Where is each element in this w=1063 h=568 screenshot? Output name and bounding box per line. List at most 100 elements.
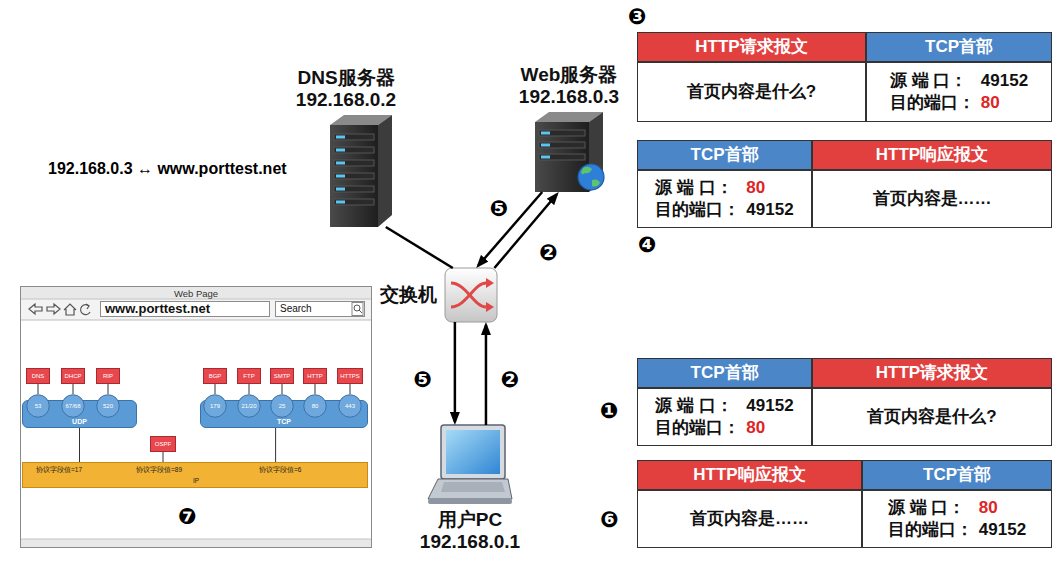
port-text: 源 端 口： [890, 71, 967, 91]
switch-drawing [445, 268, 497, 322]
link-line [79, 428, 80, 462]
port-cell: 源 端 口：49152目的端口：80 [637, 388, 812, 446]
header-text: HTTP请求报文 [876, 363, 988, 383]
protocol-box: HTTPS [337, 368, 363, 384]
step-number: ❷ [539, 241, 558, 265]
text-group: DNS服务器192.168.0.2 [276, 67, 416, 111]
band-name: UDP [72, 418, 87, 426]
text-group: 首页内容是…… [690, 509, 809, 529]
message-text: 首页内容是什么? [867, 407, 996, 427]
dns-server-drawing [336, 149, 345, 152]
port-text: 目的端口： [890, 93, 975, 113]
text-group: HTTP请求报文 [876, 363, 988, 383]
dns-server-drawing [334, 199, 374, 205]
switch-drawing [486, 302, 494, 312]
port-cell: 源 端 口：49152目的端口：80 [866, 62, 1052, 122]
header-text: TCP首部 [691, 363, 759, 383]
device-label: 192.168.0.1 [420, 531, 520, 553]
browser-toolbar-icons [64, 304, 76, 315]
step-number: ❺ [490, 197, 509, 221]
port-circle-outline [304, 395, 327, 418]
link-line [282, 384, 283, 394]
web-server-drawing [539, 142, 585, 148]
web-server-drawing [541, 144, 550, 147]
protocol-box: SMTP [270, 368, 294, 384]
link-line [38, 384, 39, 394]
message-text: 首页内容是什么? [687, 82, 816, 102]
dns-server-drawing [336, 201, 345, 204]
protocol-box: DHCP [61, 368, 85, 384]
header-cell: HTTP响应报文 [812, 140, 1052, 170]
message-text: 首页内容是…… [690, 509, 809, 529]
port-circle-outline [271, 395, 294, 418]
callout-number: ❹ [638, 232, 657, 257]
text-group: Search [280, 302, 312, 316]
ip-band: 协议字段值=17协议字段值=89协议字段值=6IP [22, 462, 368, 488]
port-number: 21/20 [241, 403, 256, 410]
dns-server-drawing [334, 134, 374, 140]
browser-toolbar-icons [29, 304, 42, 314]
text-group: 源 端 口：80目的端口：49152 [888, 498, 1026, 540]
text-group: OSPF [155, 440, 171, 448]
text-group: 首页内容是…… [873, 189, 992, 209]
link-line [108, 384, 109, 394]
dns-server-drawing [334, 186, 374, 192]
port-circle-outline [97, 395, 120, 418]
protocol-box: BGP [203, 368, 227, 384]
port-circle-outline [204, 395, 227, 418]
port-text: 80 [746, 178, 765, 198]
server-icon: DNS服务器192.168.0.2 [330, 115, 392, 227]
web-server-drawing [541, 156, 550, 159]
band-text: 协议字段值=17 [36, 466, 96, 474]
port-circle: 520 [96, 394, 120, 418]
dns-server-drawing [334, 147, 374, 153]
step-number: ❷ [501, 368, 520, 392]
text-group: 用户PC192.168.0.1 [400, 509, 540, 553]
header-cell: HTTP请求报文 [812, 358, 1052, 388]
header-cell: TCP首部 [637, 358, 812, 388]
text-group: TCP首部 [925, 37, 993, 57]
text-group: HTTP [307, 372, 323, 380]
header-text: HTTP请求报文 [695, 37, 807, 57]
protocol-name: RIP [103, 372, 113, 380]
transport-band: UDP 53 67/68 520 [22, 400, 137, 428]
text-group: UDP [23, 418, 136, 426]
protocol-name: HTTPS [340, 372, 360, 380]
text-group: HTTP响应报文 [693, 465, 805, 485]
text-group: 520 [103, 403, 113, 410]
browser-chrome [21, 287, 371, 299]
message-arrow [478, 192, 542, 266]
browser-chrome [20, 286, 372, 548]
dns-server-drawing [330, 125, 378, 227]
link-line [73, 384, 74, 394]
browser-chrome [359, 310, 362, 313]
port-circle-outline [27, 395, 50, 418]
callout-number: ❻ [600, 507, 619, 532]
message-cell: 首页内容是…… [812, 170, 1052, 228]
text-group: 67/68 [65, 403, 80, 410]
device-label: 交换机 [380, 284, 437, 306]
mapping-note: 192.168.0.3 ↔ www.porttest.net [48, 160, 287, 178]
text-group: 53 [35, 403, 42, 410]
text-group: 443 [345, 403, 355, 410]
browser-chrome [21, 299, 371, 320]
browser-chrome [21, 539, 371, 547]
text-group: 179 [210, 403, 220, 410]
message-arrow [454, 322, 457, 422]
dns-server-drawing [330, 115, 392, 227]
server-icon: Web服务器192.168.0.3 [535, 112, 607, 192]
header-text: TCP首部 [691, 145, 759, 165]
transport-band: TCP17921/202580443 [200, 400, 368, 428]
browser-chrome [21, 539, 371, 540]
port-text: 目的端口： [655, 418, 740, 438]
dns-server-drawing [336, 188, 345, 191]
text-group: FTP [243, 372, 254, 380]
port-circle: 80 [303, 394, 327, 418]
laptop-drawing [428, 499, 512, 504]
link-line [315, 384, 316, 394]
callout-number: ❸ [628, 4, 647, 29]
text-group: DHCP [64, 372, 81, 380]
input-field: www.porttest.net [100, 301, 270, 317]
protocol-name: HTTP [307, 372, 323, 380]
band-text: IP [146, 477, 246, 485]
